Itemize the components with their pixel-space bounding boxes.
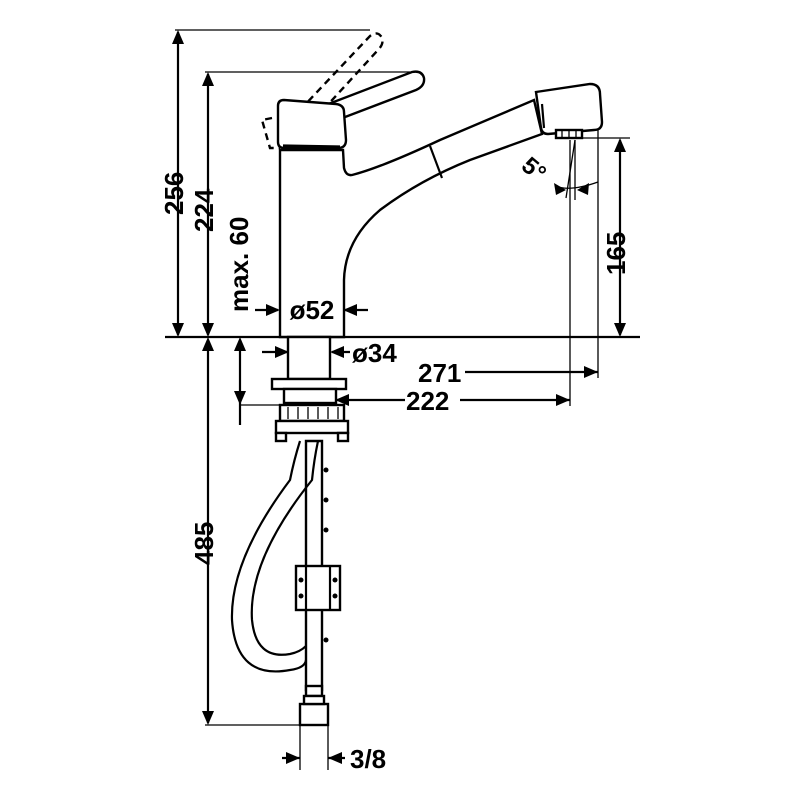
reference-lines [165, 29, 640, 726]
label-256: 256 [159, 172, 189, 215]
dimension-271 [465, 366, 598, 378]
mounting-washer [270, 377, 348, 391]
dimension-165 [614, 138, 626, 337]
dimension-3-8 [282, 725, 345, 770]
lever-alt-position [299, 32, 384, 123]
dimension-max-60 [234, 337, 246, 425]
label-3-8: 3/8 [350, 744, 386, 774]
mounting-nut [278, 403, 346, 423]
dimension-diameter-52 [255, 304, 368, 316]
label-485: 485 [189, 522, 219, 565]
label-diameter-34: ø34 [352, 338, 397, 368]
faucet [230, 32, 604, 727]
hose-weight [294, 564, 342, 612]
label-271: 271 [418, 358, 461, 388]
spray-head [534, 82, 604, 136]
dimension-256 [172, 30, 184, 337]
label-5-degree: 5° [516, 152, 551, 187]
connector-nut [298, 702, 330, 727]
label-222: 222 [406, 386, 449, 416]
dimension-485 [202, 337, 214, 725]
dimension-5-degree [554, 139, 599, 200]
label-max-60: max. 60 [224, 217, 254, 312]
label-165: 165 [601, 232, 631, 275]
label-diameter-52: ø52 [290, 295, 335, 325]
label-224: 224 [189, 188, 219, 232]
dimension-diameter-34 [262, 346, 350, 358]
dimension-224 [202, 72, 214, 337]
faucet-body [278, 98, 544, 339]
handle-cap [276, 98, 348, 150]
shank [286, 335, 332, 381]
dimension-222 [335, 394, 570, 406]
pull-out-hose [230, 440, 308, 673]
